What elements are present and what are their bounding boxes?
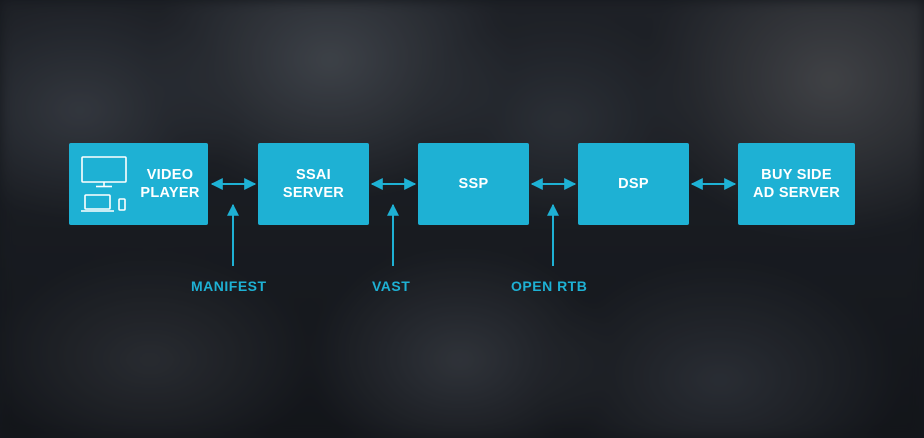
dsp-label: DSP	[618, 176, 649, 192]
buy-side-line2: AD SERVER	[752, 185, 841, 201]
monitor-icon	[81, 156, 127, 183]
ssai-server-line1: SSAI	[295, 167, 332, 183]
vast-label: VAST	[372, 278, 411, 294]
video-player-line1: VIDEO	[146, 167, 194, 183]
manifest-label: MANIFEST	[191, 278, 267, 294]
laptop-icon	[84, 194, 111, 210]
ssp-node: SSP	[418, 143, 529, 225]
dsp-node: DSP	[578, 143, 689, 225]
ssai-server-line2: SERVER	[282, 185, 345, 201]
ssai-server-node: SSAI SERVER	[258, 143, 369, 225]
phone-icon	[118, 198, 126, 211]
ssp-label: SSP	[458, 176, 489, 192]
video-player-line2: PLAYER	[140, 185, 200, 201]
buy-side-ad-server-node: BUY SIDE AD SERVER	[738, 143, 855, 225]
devices-icon	[81, 156, 127, 212]
open-rtb-label: OPEN RTB	[511, 278, 588, 294]
video-player-node: VIDEO PLAYER	[69, 143, 208, 225]
buy-side-line1: BUY SIDE	[761, 167, 832, 183]
